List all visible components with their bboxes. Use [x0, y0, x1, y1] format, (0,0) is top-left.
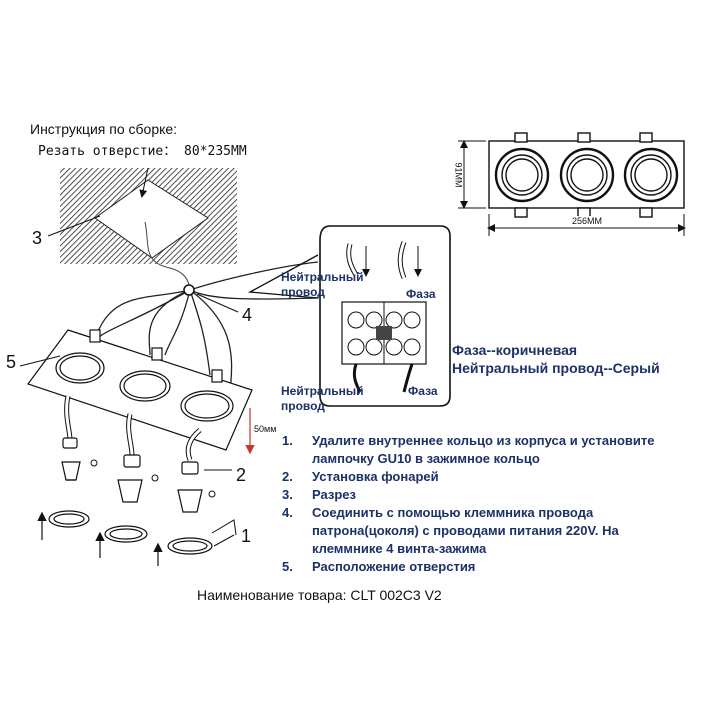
cutout-size-text: Резать отверстие： 80*235MM: [38, 144, 247, 159]
retaining-rings: [48, 510, 213, 555]
wiring-detail-box: [247, 225, 451, 407]
step-item: 3.Разрез: [282, 487, 356, 502]
phase-label-bottom: Фаза: [408, 384, 438, 398]
neutral-wire-label-bottom: Нейтральный провод: [281, 384, 364, 413]
assembly-steps-list: 1.Удалите внутреннее кольцо из корпуса и…: [282, 432, 654, 576]
step-item: 1.Удалите внутреннее кольцо из корпуса и…: [282, 433, 655, 466]
step-item: 2.Установка фонарей: [282, 469, 439, 484]
callout-3: 3: [32, 228, 43, 248]
terminal-connector: [183, 284, 195, 296]
callout-2: 2: [236, 465, 247, 485]
depth-dimension-label: 50мм: [254, 424, 277, 434]
product-name: Наименование товара: CLT 002C3 V2: [197, 587, 442, 603]
height-dimension-label: 91MM: [453, 162, 464, 188]
luminaire-housing: [27, 329, 253, 451]
ceiling-cutout-illustration: [47, 167, 237, 289]
instruction-title: Инструкция по сборке:: [30, 121, 178, 137]
legend-neutral: Нейтральный провод--Серый: [452, 360, 660, 376]
wires: [89, 261, 319, 391]
callout-4: 4: [242, 305, 253, 325]
gu10-lamps: [61, 461, 203, 513]
legend-phase: Фаза--коричневая: [452, 342, 578, 358]
phase-label-top: Фаза: [406, 287, 436, 301]
sockets: [62, 395, 202, 475]
width-dimension-label: 256MM: [570, 216, 605, 226]
callout-1: 1: [241, 526, 252, 546]
step-item: 5.Расположение отверстия: [282, 559, 476, 574]
top-view-drawing: [488, 132, 685, 218]
neutral-wire-label-top: Нейтральный провод: [281, 270, 364, 299]
callout-5: 5: [6, 352, 17, 372]
